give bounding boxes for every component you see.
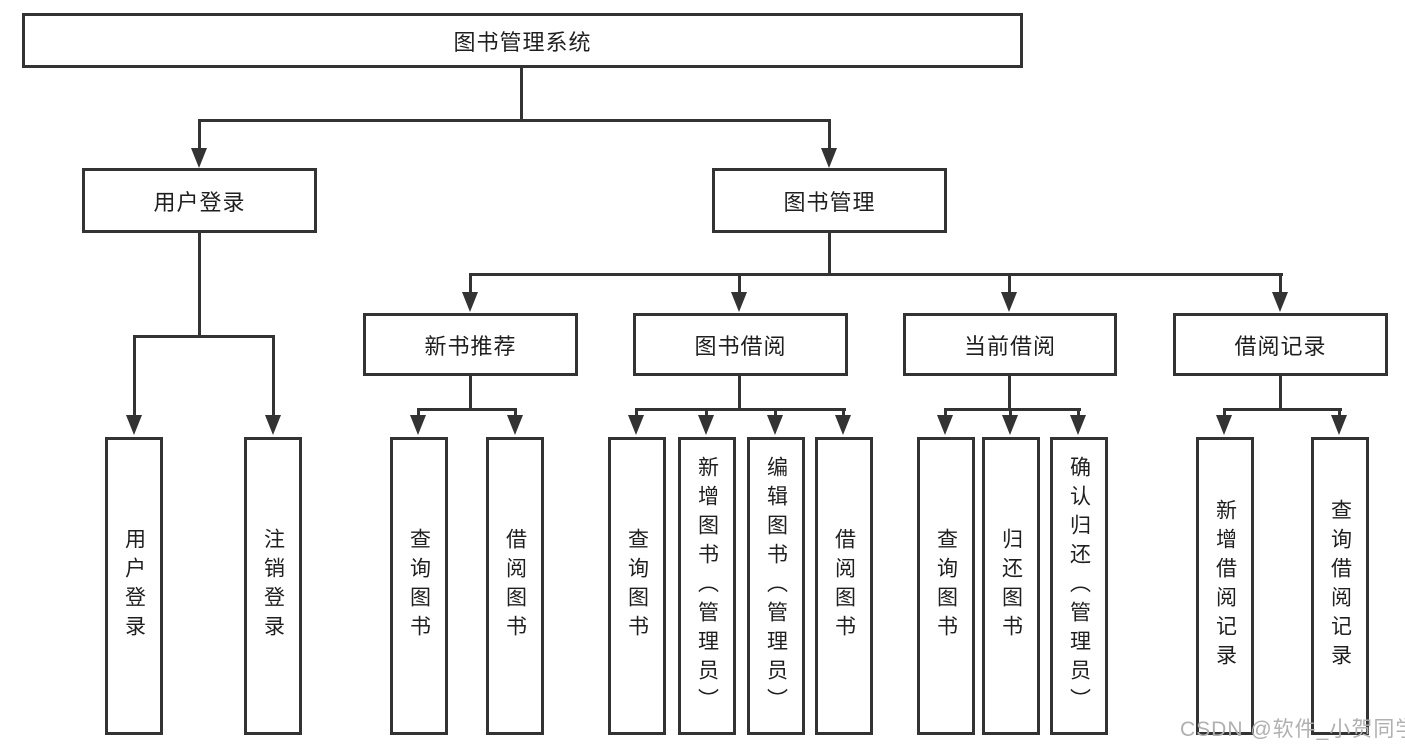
arrowhead-br-child1	[1216, 415, 1232, 435]
leaf-bb-add-book-admin: 新增图书（管理员）	[678, 437, 736, 735]
connector-cb-hbar	[944, 408, 1081, 411]
node-label: 查询图书	[407, 528, 431, 644]
connector-user-login-down	[198, 233, 201, 335]
connector-leaf-login-stem	[133, 335, 136, 417]
connector-book-borrow-stem	[738, 273, 741, 295]
connector-bb-down	[738, 376, 741, 408]
connector-nbr-down	[469, 376, 472, 408]
connector-nbr-child2-stem	[514, 408, 517, 420]
connector-bb-child4-stem	[842, 408, 845, 420]
node-book-management: 图书管理	[712, 168, 947, 233]
node-label: 编辑图书（管理员）	[764, 455, 788, 717]
node-label: 新书推荐	[424, 333, 517, 359]
node-label: 归还图书	[999, 528, 1023, 644]
leaf-rec-borrow-book: 借阅图书	[486, 437, 544, 735]
connector-book-mgmt-down	[828, 233, 831, 273]
leaf-cb-confirm-return-admin: 确认归还（管理员）	[1050, 437, 1108, 735]
node-library-management-system: 图书管理系统	[22, 13, 1023, 68]
connector-cb-down	[1008, 376, 1011, 408]
arrowhead-book-mgmt	[821, 148, 837, 168]
connector-borrow-record-stem	[1279, 273, 1282, 295]
connector-bb-child1-stem	[635, 408, 638, 420]
node-label: 用户登录	[122, 528, 146, 644]
node-label: 图书借阅	[694, 333, 787, 359]
node-label: 确认归还（管理员）	[1067, 455, 1091, 717]
connector-cb-child3-stem	[1077, 408, 1080, 420]
arrowhead-new-book	[462, 292, 478, 312]
node-label: 注销登录	[261, 528, 285, 644]
connector-book-mgmt-hbar	[469, 273, 1283, 276]
connector-current-borrow-stem	[1008, 273, 1011, 295]
arrowhead-book-borrow	[731, 292, 747, 312]
connector-cb-child2-stem	[1009, 408, 1012, 420]
arrowhead-nbr-child1	[410, 415, 426, 435]
connector-leaf-logout-stem	[272, 335, 275, 417]
node-label: 新增图书（管理员）	[695, 455, 719, 717]
leaf-br-add-record: 新增借阅记录	[1196, 437, 1254, 735]
arrowhead-bb-child2	[698, 415, 714, 435]
connector-user-login-hbar	[133, 335, 275, 338]
connector-br-hbar	[1223, 408, 1342, 411]
arrowhead-cb-child1	[937, 415, 953, 435]
arrowhead-cb-child2	[1002, 415, 1018, 435]
connector-bb-child3-stem	[774, 408, 777, 420]
arrowhead-bb-child1	[628, 415, 644, 435]
node-label: 查询图书	[934, 528, 958, 644]
connector-bb-hbar	[635, 408, 846, 411]
node-label: 借阅图书	[503, 528, 527, 644]
connector-br-child2-stem	[1338, 408, 1341, 420]
node-new-book-recommend: 新书推荐	[363, 313, 578, 376]
arrowhead-current-borrow	[1001, 292, 1017, 312]
leaf-cb-return-book: 归还图书	[982, 437, 1040, 735]
arrowhead-user-login	[191, 148, 207, 168]
leaf-bb-borrow-book: 借阅图书	[815, 437, 873, 735]
leaf-user-login: 用户登录	[105, 437, 163, 735]
leaf-bb-query-book: 查询图书	[608, 437, 666, 735]
node-label: 查询借阅记录	[1328, 499, 1352, 673]
leaf-bb-edit-book-admin: 编辑图书（管理员）	[747, 437, 805, 735]
connector-bb-child2-stem	[705, 408, 708, 420]
node-borrow-records: 借阅记录	[1173, 313, 1388, 376]
arrowhead-cb-child3	[1070, 415, 1086, 435]
arrowhead-br-child2	[1331, 415, 1347, 435]
connector-br-down	[1279, 376, 1282, 408]
connector-new-book-stem	[469, 273, 472, 295]
node-label: 借阅图书	[832, 528, 856, 644]
arrowhead-borrow-record	[1272, 292, 1288, 312]
node-label: 当前借阅	[963, 333, 1056, 359]
node-label: 新增借阅记录	[1213, 499, 1237, 673]
arrowhead-leaf-login	[126, 415, 142, 435]
arrowhead-leaf-logout	[265, 415, 281, 435]
connector-user-login-stem	[198, 119, 201, 151]
leaf-cb-query-book: 查询图书	[917, 437, 975, 735]
connector-root-stem	[520, 68, 523, 119]
node-user-login: 用户登录	[82, 168, 317, 233]
connector-nbr-hbar	[417, 408, 517, 411]
connector-book-mgmt-stem	[828, 119, 831, 151]
node-label: 图书管理系统	[453, 29, 592, 55]
connector-cb-child1-stem	[944, 408, 947, 420]
node-label: 图书管理	[783, 189, 876, 215]
leaf-logout: 注销登录	[244, 437, 302, 735]
connector-nbr-child1-stem	[417, 408, 420, 420]
node-label: 借阅记录	[1234, 333, 1327, 359]
node-book-borrow: 图书借阅	[633, 313, 848, 376]
node-label: 用户登录	[153, 189, 246, 215]
node-label: 查询图书	[625, 528, 649, 644]
leaf-rec-query-book: 查询图书	[390, 437, 448, 735]
leaf-br-query-record: 查询借阅记录	[1311, 437, 1369, 735]
connector-root-hbar	[198, 119, 831, 122]
connector-br-child1-stem	[1223, 408, 1226, 420]
arrowhead-bb-child4	[835, 415, 851, 435]
node-current-borrow: 当前借阅	[903, 313, 1117, 376]
arrowhead-bb-child3	[767, 415, 783, 435]
csdn-watermark: CSDN @软件_小贺同学	[1180, 718, 1405, 741]
arrowhead-nbr-child2	[507, 415, 523, 435]
